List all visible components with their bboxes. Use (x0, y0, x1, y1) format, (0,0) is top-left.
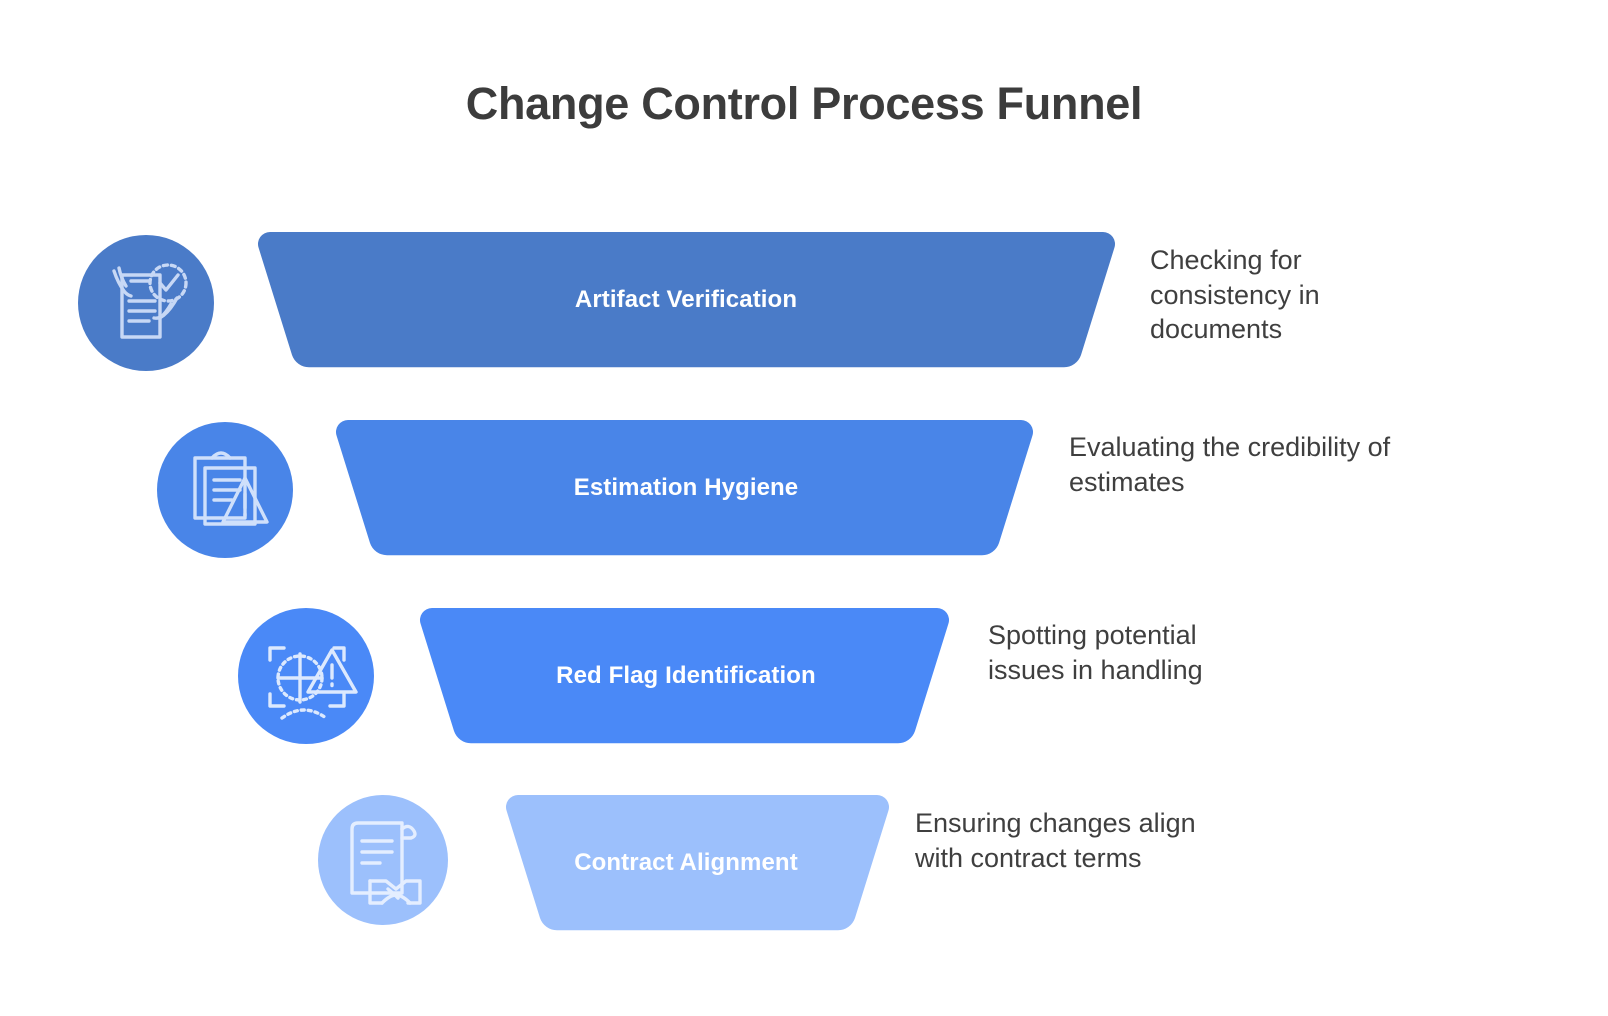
icon-circle-4 (318, 795, 448, 925)
icon-circle-3 (238, 608, 374, 744)
icon-circle-1 (78, 235, 214, 371)
funnel-segment-3[interactable] (419, 608, 950, 744)
funnel-segment-1[interactable] (257, 231, 1116, 368)
funnel-description-4: Ensuring changes align with contract ter… (915, 808, 1196, 873)
funnel-label-1: Artifact Verification (574, 286, 798, 313)
document-check-icon (112, 263, 188, 339)
funnel-label-4: Contract Alignment (574, 849, 798, 876)
funnel-label-3: Red Flag Identification (556, 662, 816, 689)
funnel-segment-2[interactable] (335, 419, 1034, 556)
contract-handshake-icon (350, 821, 422, 905)
funnel-description-1: Checking for consistency in documents (1150, 245, 1320, 345)
funnel-segment-4[interactable] (505, 795, 890, 931)
page-title: Change Control Process Funnel (465, 78, 1143, 129)
icon-circle-2 (157, 422, 293, 558)
funnel-label-2: Estimation Hygiene (573, 474, 799, 501)
clipboard-warning-icon (193, 451, 269, 526)
scan-warning-icon (268, 646, 358, 720)
funnel-description-3: Spotting potential issues in handling (988, 620, 1203, 685)
funnel-description-2: Evaluating the credibility of estimates (1069, 432, 1391, 497)
